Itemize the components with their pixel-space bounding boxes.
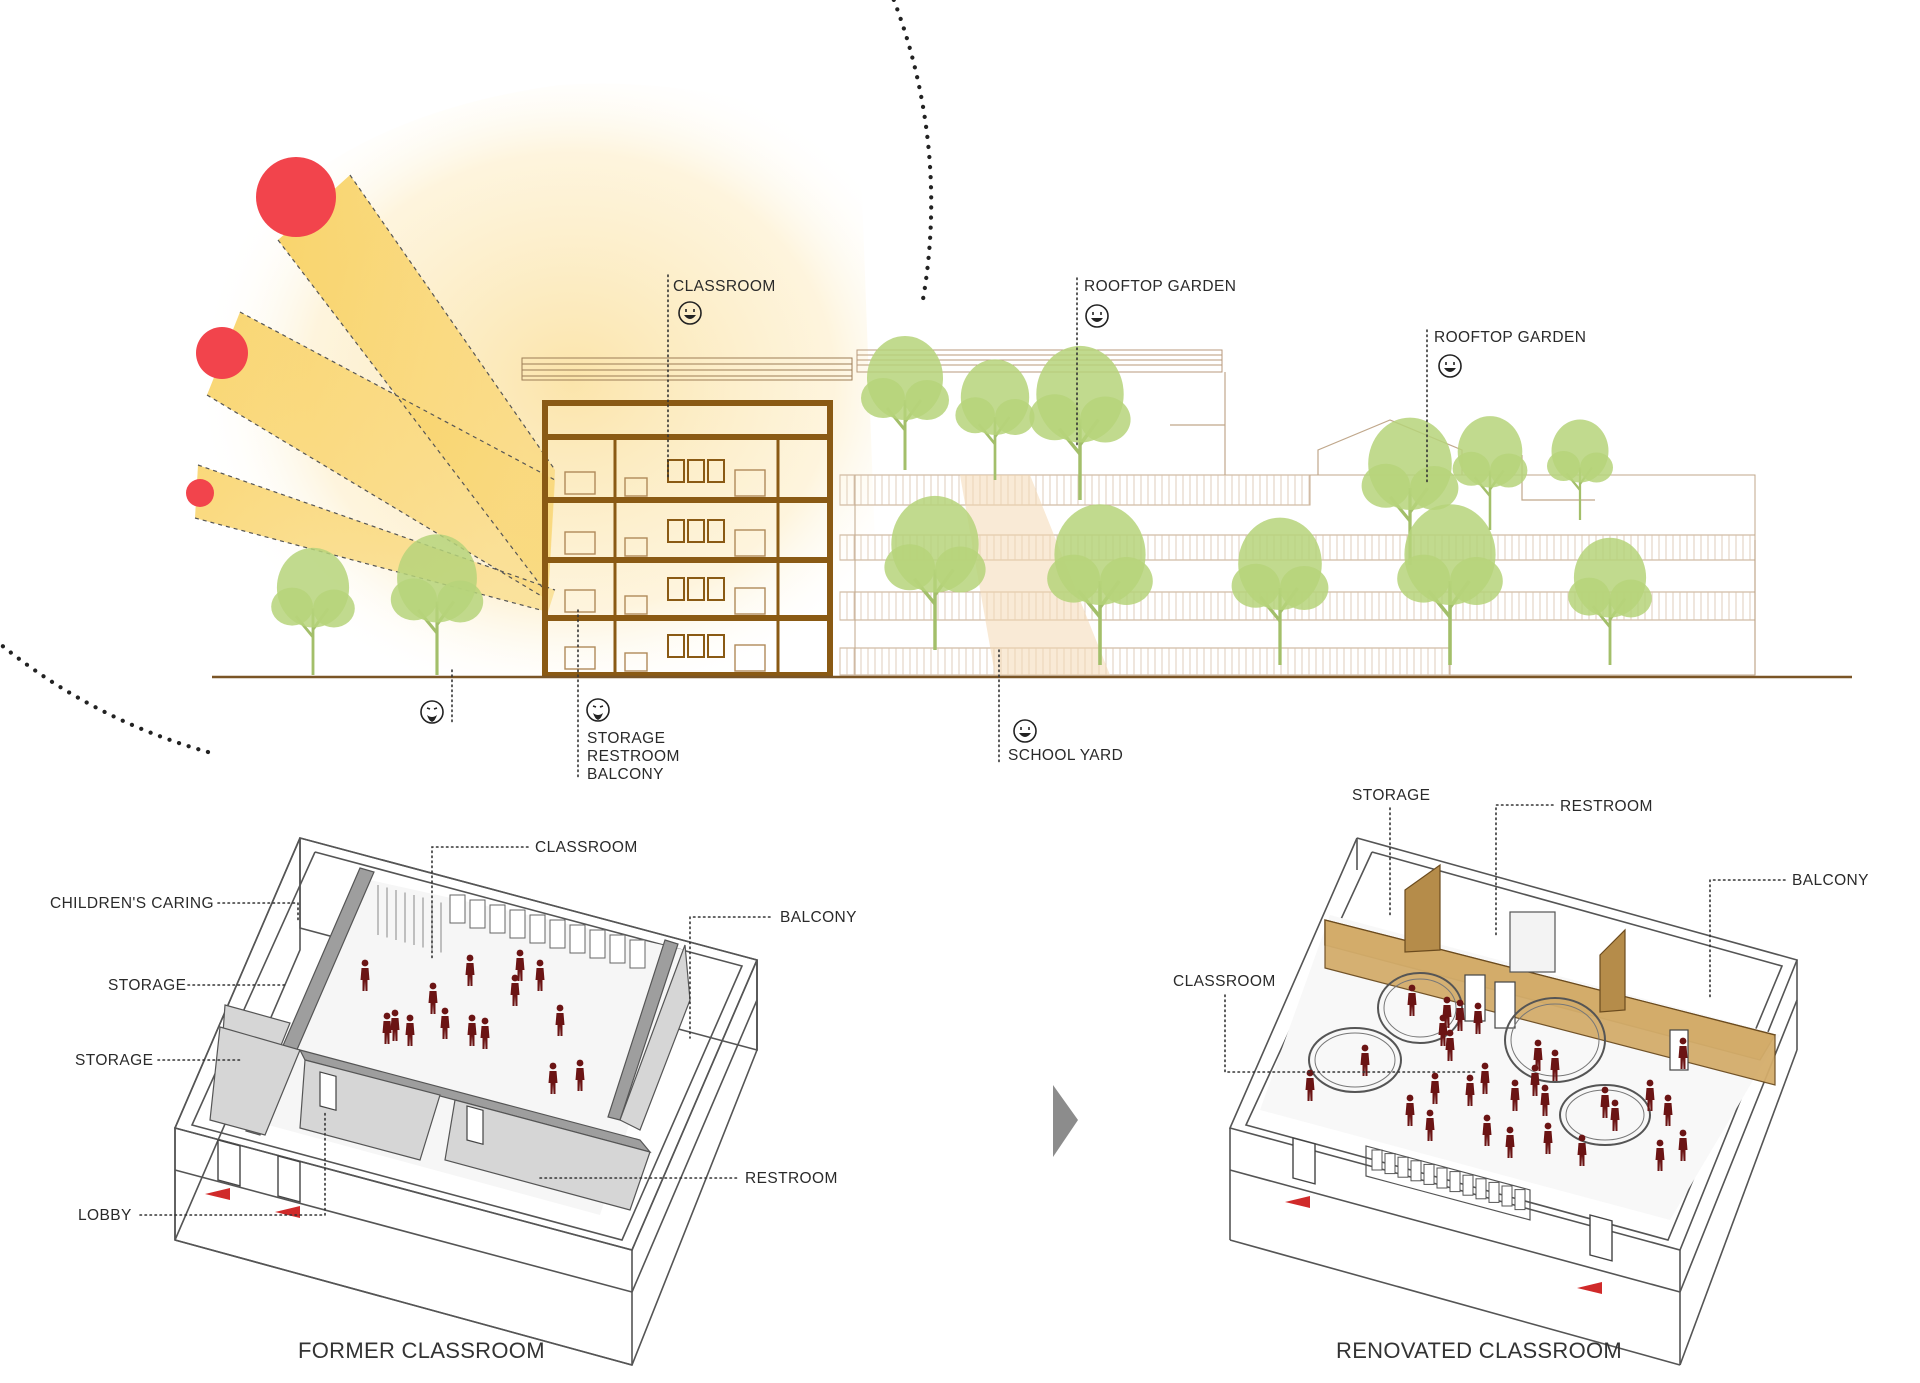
- callout-storage-2: STORAGE: [75, 1052, 241, 1069]
- callout-childrens-caring: CHILDREN'S CARING: [50, 895, 299, 923]
- tree: [882, 494, 988, 652]
- callout-storage-1: STORAGE: [108, 977, 286, 994]
- tree: [1395, 502, 1505, 667]
- callout-rooftop-garden-2: ROOFTOP GARDEN: [1426, 329, 1586, 486]
- happy-face-icon: [1438, 354, 1462, 378]
- label-school-yard: SCHOOL YARD: [1008, 747, 1123, 764]
- label-restroom: RESTROOM: [1560, 798, 1653, 815]
- callout-lobby: LOBBY: [78, 1111, 326, 1224]
- caption-former-classroom: FORMER CLASSROOM: [298, 1338, 545, 1363]
- entry-arrow-icon: [1577, 1282, 1602, 1294]
- label-classroom: CLASSROOM: [535, 839, 638, 856]
- label-storage: STORAGE: [587, 730, 665, 747]
- callout-former-restroom: RESTROOM: [539, 1170, 838, 1187]
- entry-arrow-icon: [275, 1206, 300, 1218]
- callout-storage-restroom-balcony: STORAGE RESTROOM BALCONY: [577, 609, 680, 783]
- label-lobby: LOBBY: [78, 1207, 132, 1224]
- entry-arrow-icon: [205, 1188, 230, 1200]
- front-windows: [1365, 1145, 1531, 1221]
- callout-former-balcony: BALCONY: [689, 909, 857, 1039]
- callout-renovated-balcony: BALCONY: [1709, 872, 1869, 1001]
- callout-renovated-storage: STORAGE: [1352, 787, 1430, 919]
- former-classroom-axonometric: CLASSROOM CHILDREN'S CARING BALCONY STOR…: [50, 836, 857, 1366]
- label-rooftop-garden: ROOFTOP GARDEN: [1434, 329, 1586, 346]
- light-beam-2: [207, 312, 555, 600]
- label-balcony: BALCONY: [587, 766, 664, 783]
- callout-yard-left: [420, 669, 453, 726]
- caption-renovated-classroom: RENOVATED CLASSROOM: [1336, 1338, 1622, 1363]
- label-restroom: RESTROOM: [587, 748, 680, 765]
- callout-renovated-restroom: RESTROOM: [1495, 798, 1653, 936]
- label-restroom: RESTROOM: [745, 1170, 838, 1187]
- sun-icon: [196, 327, 248, 379]
- label-storage: STORAGE: [1352, 787, 1430, 804]
- callout-classroom: CLASSROOM: [667, 274, 776, 481]
- tree: [859, 334, 951, 472]
- callout-rooftop-garden-1: ROOFTOP GARDEN: [1076, 277, 1236, 446]
- building-section: CLASSROOM ROOFTOP GARDEN ROOFTOP GARDEN: [0, 0, 1852, 783]
- happy-face-icon: [678, 301, 702, 325]
- sad-face-icon: [420, 700, 444, 724]
- label-classroom: CLASSROOM: [673, 278, 776, 295]
- tree: [1027, 344, 1133, 502]
- label-balcony: BALCONY: [780, 909, 857, 926]
- sun-icon: [186, 479, 214, 507]
- callout-former-classroom: CLASSROOM: [431, 839, 638, 961]
- renovated-classroom-axonometric: STORAGE RESTROOM BALCONY CLASSROOM RENOV…: [1173, 787, 1869, 1366]
- tree: [954, 358, 1036, 482]
- tree: [1545, 418, 1615, 522]
- classroom-section-frame: [521, 357, 853, 678]
- happy-face-icon: [1013, 719, 1037, 743]
- happy-face-icon: [1085, 304, 1109, 328]
- next-arrow-icon: [1053, 1085, 1078, 1157]
- classroom-windows: [377, 885, 646, 969]
- label-classroom: CLASSROOM: [1173, 973, 1276, 990]
- label-storage: STORAGE: [108, 977, 186, 994]
- label-childrens-caring: CHILDREN'S CARING: [50, 895, 214, 912]
- tree: [1566, 536, 1654, 667]
- label-rooftop-garden: ROOFTOP GARDEN: [1084, 278, 1236, 295]
- beam-edges: [194, 174, 556, 613]
- label-balcony: BALCONY: [1792, 872, 1869, 889]
- sad-face-icon: [586, 698, 610, 722]
- callout-school-yard: SCHOOL YARD: [998, 649, 1123, 764]
- callout-renovated-classroom: CLASSROOM: [1173, 973, 1476, 1073]
- shadow-wedge: [960, 475, 1110, 675]
- sun-icon: [256, 157, 336, 237]
- tree: [1229, 515, 1331, 667]
- entry-arrow-icon: [1285, 1196, 1310, 1208]
- label-storage: STORAGE: [75, 1052, 153, 1069]
